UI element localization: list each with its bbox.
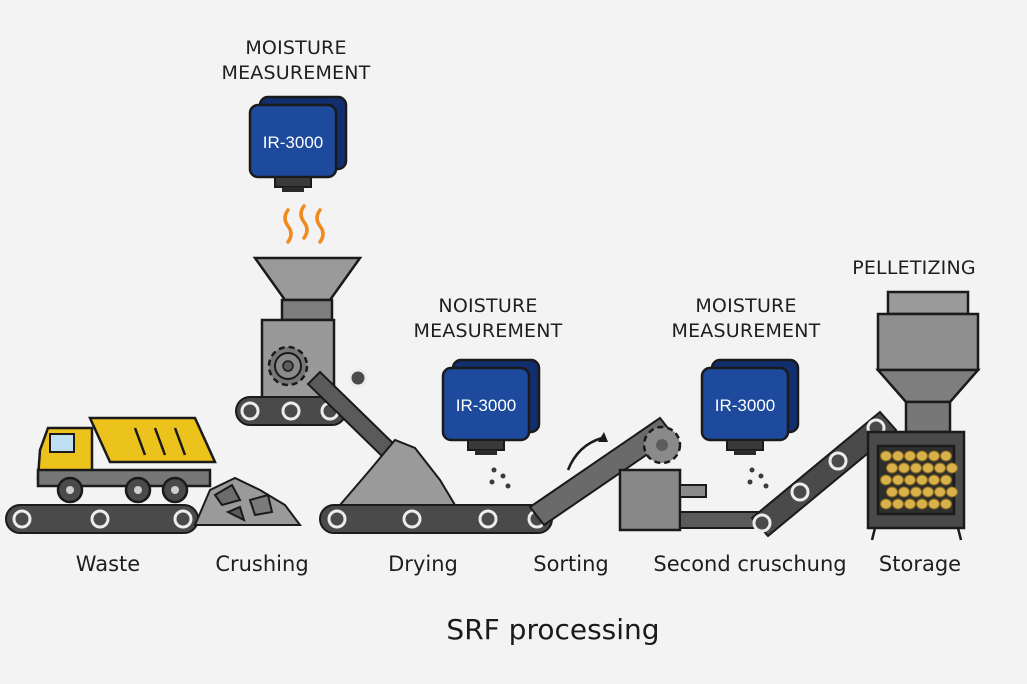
sensor-heading-3: MOISTURE MEASUREMENT [671, 295, 821, 342]
dump-truck-icon [36, 416, 217, 504]
sensor-model-label: IR-3000 [456, 396, 516, 415]
moisture-sensor-icon: IR-3000 [248, 95, 348, 194]
pellet [940, 498, 952, 510]
pellet [892, 474, 904, 486]
sensor-heading-1: MOISTURE MEASUREMENT [221, 37, 371, 84]
waste-pile-icon [193, 476, 302, 526]
pellet [880, 498, 892, 510]
moisture-sensor-icon: IR-3000 [441, 358, 541, 457]
pellet [934, 462, 946, 474]
waste-pile-icon [337, 438, 457, 506]
gear-icon [642, 425, 682, 465]
pellet [928, 498, 940, 510]
pellet [934, 486, 946, 498]
crusher-icon [235, 256, 402, 464]
conveyor-belt-icon [5, 504, 199, 534]
pellet [916, 498, 928, 510]
sorting-arrow-icon [566, 436, 603, 471]
pellet [880, 474, 892, 486]
step-label-crushing: Crushing [215, 552, 309, 576]
moisture-sensor-icon: IR-3000 [700, 358, 800, 457]
conveyor-belt-icon [319, 504, 553, 534]
pellet [910, 462, 922, 474]
pellet [904, 474, 916, 486]
pellet [898, 462, 910, 474]
pellet [946, 486, 958, 498]
pellet [892, 498, 904, 510]
pellet [940, 474, 952, 486]
conveyor-belt-icon [750, 410, 898, 538]
pellet [904, 498, 916, 510]
sensor-model-label: IR-3000 [263, 133, 323, 152]
pellets [880, 450, 958, 510]
pellet [946, 462, 958, 474]
sensor-heading-2: NOISTURE MEASUREMENT [413, 295, 563, 342]
pellet [904, 450, 916, 462]
step-label-sorting: Sorting [533, 552, 609, 576]
crusher-icon [618, 425, 707, 532]
pellet [922, 462, 934, 474]
pellet [916, 474, 928, 486]
pellet [928, 450, 940, 462]
gear-icon [267, 345, 309, 387]
step-label-drying: Drying [388, 552, 458, 576]
pellet [940, 450, 952, 462]
pellet [886, 462, 898, 474]
step-label-second-crushing: Second cruschung [653, 552, 847, 576]
sensor-model-label: IR-3000 [715, 396, 775, 415]
pellet [886, 486, 898, 498]
pellet [880, 450, 892, 462]
pellet [892, 450, 904, 462]
heat-wave-icon [283, 204, 325, 244]
step-label-storage: Storage [878, 552, 962, 576]
pellet [916, 450, 928, 462]
pellet [928, 474, 940, 486]
diagram-title: SRF processing [446, 613, 660, 646]
pellet [898, 486, 910, 498]
pellet [922, 486, 934, 498]
pelletizing-heading: PELLETIZING [852, 257, 976, 279]
pellet [910, 486, 922, 498]
step-label-waste: Waste [75, 552, 141, 576]
